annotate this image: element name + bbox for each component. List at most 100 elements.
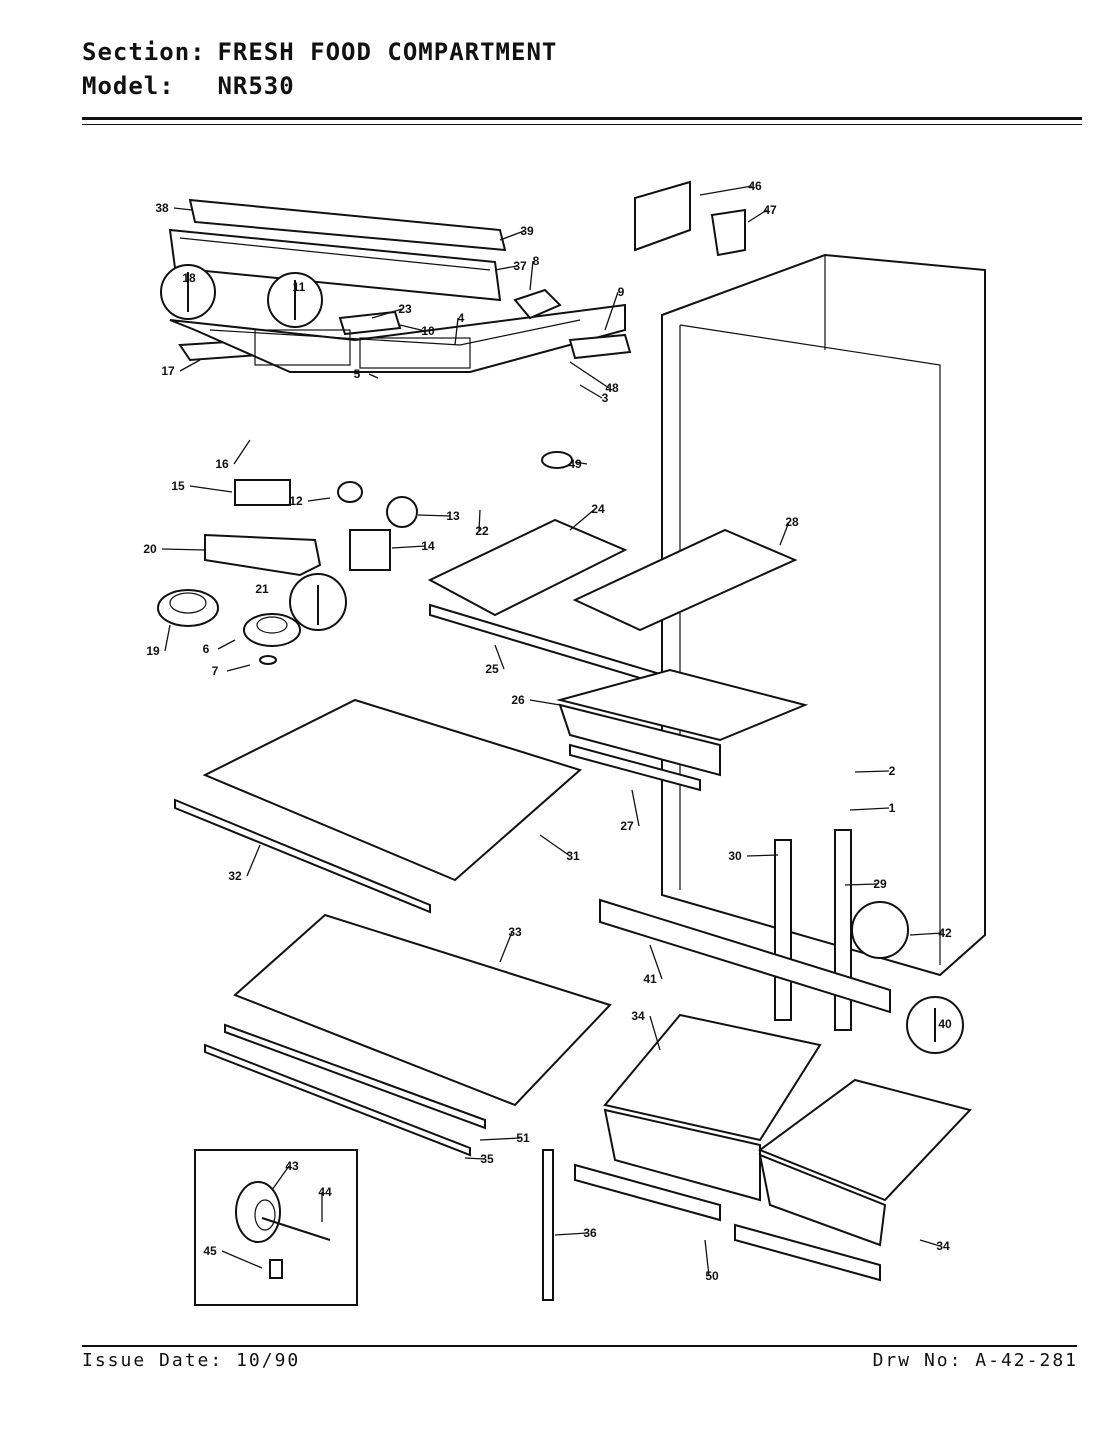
leader-line: [368, 373, 379, 379]
part-callout-5: 5: [354, 367, 361, 381]
part-callout-37: 37: [513, 259, 527, 273]
part-callout-45: 45: [203, 1244, 217, 1258]
section-heading: Section: FRESH FOOD COMPARTMENT: [82, 38, 557, 66]
part-callout-9: 9: [618, 285, 625, 299]
part-callout-28: 28: [785, 515, 799, 529]
leader-line: [371, 308, 403, 319]
part-callout-14: 14: [421, 539, 435, 553]
section-value: FRESH FOOD COMPARTMENT: [217, 38, 558, 66]
part-callout-41: 41: [643, 972, 657, 986]
part-callout-26: 26: [511, 693, 525, 707]
part-callout-44: 44: [318, 1185, 332, 1199]
issue-date-label: Issue Date:: [82, 1350, 224, 1371]
leader-line: [604, 291, 619, 331]
leader-line: [173, 207, 193, 211]
drawing-number-value: A-42-281: [975, 1350, 1078, 1371]
part-callout-17: 17: [161, 364, 175, 378]
part-callout-38: 38: [155, 201, 169, 215]
model-value: NR530: [217, 72, 295, 100]
part-callout-33: 33: [508, 925, 522, 939]
parts-drawing: [157, 180, 986, 1306]
part-callout-6: 6: [203, 642, 210, 656]
leader-line: [529, 699, 561, 706]
leader-line: [849, 807, 890, 811]
part-callout-34: 34: [936, 1239, 950, 1253]
leader-line: [569, 361, 610, 389]
footer-rule: [82, 1345, 1077, 1347]
leader-line: [246, 844, 261, 877]
part-callout-10: 10: [421, 324, 435, 338]
part-callout-24: 24: [591, 502, 605, 516]
leader-line: [779, 521, 790, 546]
model-label: Model:: [82, 72, 175, 100]
part-callout-39: 39: [520, 224, 534, 238]
drawing-number-label: Drw No:: [872, 1350, 963, 1371]
part-callout-47: 47: [763, 203, 777, 217]
part-callout-31: 31: [566, 849, 580, 863]
leader-line: [919, 1239, 941, 1247]
leader-line: [233, 439, 251, 465]
part-callout-48: 48: [605, 381, 619, 395]
part-callout-27: 27: [620, 819, 634, 833]
leader-line: [494, 644, 505, 670]
model-heading: Model: NR530: [82, 72, 295, 100]
part-callout-51: 51: [516, 1131, 530, 1145]
issue-date: Issue Date: 10/90: [82, 1350, 300, 1371]
leader-line: [479, 1137, 521, 1141]
leader-line: [579, 384, 603, 399]
leader-line: [189, 485, 233, 493]
leader-line: [704, 1239, 710, 1277]
leader-line: [529, 260, 534, 291]
section-label: Section:: [82, 38, 206, 66]
issue-date-value: 10/90: [236, 1350, 301, 1371]
part-callout-36: 36: [583, 1226, 597, 1240]
part-callout-29: 29: [873, 877, 887, 891]
leader-line: [221, 1250, 263, 1269]
part-callout-25: 25: [485, 662, 499, 676]
leader-line: [307, 497, 331, 502]
part-callout-8: 8: [533, 254, 540, 268]
part-callout-32: 32: [228, 869, 242, 883]
part-callout-42: 42: [938, 926, 952, 940]
part-callout-4: 4: [458, 311, 465, 325]
leader-line: [179, 359, 201, 372]
part-callout-2: 2: [889, 764, 896, 778]
part-callout-49: 49: [568, 457, 582, 471]
part-callout-34: 34: [631, 1009, 645, 1023]
part-callout-12: 12: [289, 494, 303, 508]
leader-line: [909, 932, 943, 936]
leader-line: [844, 883, 878, 886]
leader-line: [391, 545, 426, 549]
leader-line: [539, 834, 571, 857]
part-callout-30: 30: [728, 849, 742, 863]
part-callout-40: 40: [938, 1017, 952, 1031]
part-callout-50: 50: [705, 1269, 719, 1283]
leader-line: [499, 230, 525, 241]
leader-line: [747, 209, 768, 223]
part-callout-43: 43: [285, 1159, 299, 1173]
leader-line: [464, 1157, 485, 1160]
leader-line: [649, 1015, 661, 1051]
part-callout-21: 21: [255, 582, 269, 596]
part-callout-18: 18: [182, 271, 196, 285]
part-callout-19: 19: [146, 644, 160, 658]
leader-line: [417, 514, 451, 517]
leader-line: [454, 317, 459, 346]
part-callout-11: 11: [293, 280, 306, 294]
callout-layer: 1234567891011121314151617181920212223242…: [143, 179, 952, 1283]
leader-line: [746, 854, 779, 857]
drawing-number: Drw No: A-42-281: [873, 1350, 1078, 1371]
part-callout-13: 13: [446, 509, 460, 523]
leader-line: [569, 508, 596, 531]
header-rule-top: [82, 117, 1082, 120]
leader-line: [226, 664, 251, 672]
leader-line: [854, 770, 890, 773]
part-callout-7: 7: [212, 664, 219, 678]
part-callout-15: 15: [171, 479, 185, 493]
part-callout-3: 3: [602, 391, 609, 405]
leader-line: [649, 944, 663, 980]
part-callout-20: 20: [143, 542, 157, 556]
leader-line: [631, 789, 640, 827]
leader-line: [399, 324, 426, 332]
